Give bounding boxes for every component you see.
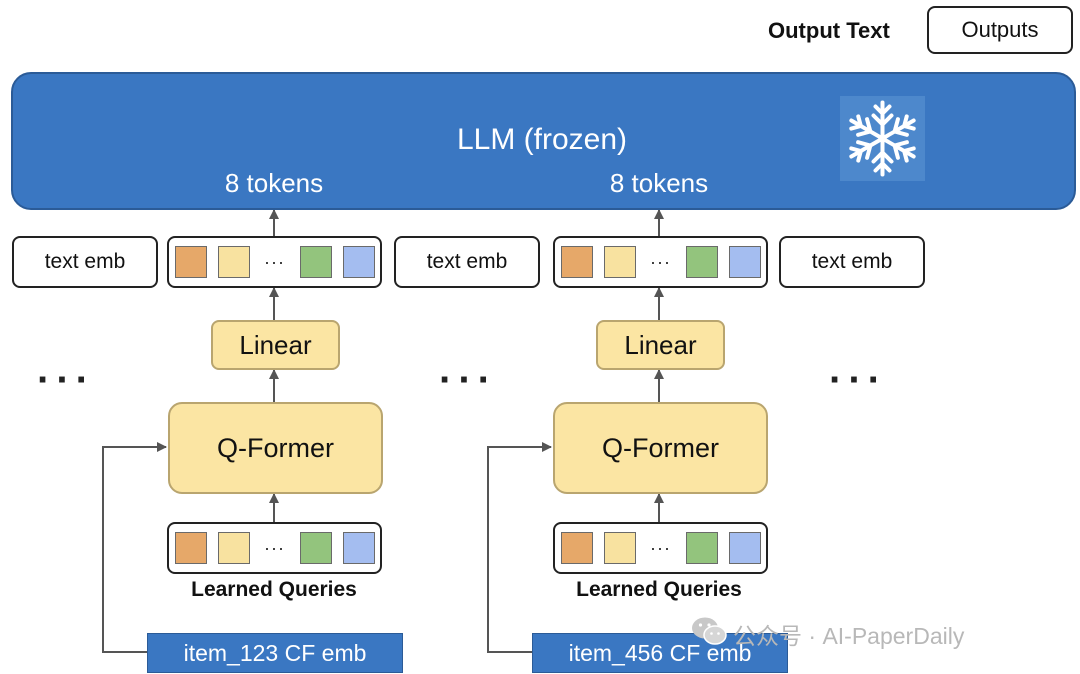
query-green [299,532,332,564]
tokens-label-right: 8 tokens [609,167,709,198]
token-orange [174,246,207,278]
token-ellipsis: ··· [264,251,285,272]
arrow-item-to-qformer-right [487,442,552,653]
token-yellow [603,246,636,278]
query-orange [174,532,207,564]
snowflake-icon [840,96,925,181]
ellipsis-middle: ··· [439,358,497,402]
token-yellow [217,246,250,278]
qformer-left: Q-Former [168,402,383,494]
query-orange [560,532,593,564]
watermark-text: 公众号 · AI-PaperDaily [733,623,965,649]
outputs-box: Outputs [927,6,1073,54]
token-orange [560,246,593,278]
text-emb-2: text emb [394,236,540,288]
soft-token-row-left: ··· [167,236,382,288]
learned-queries-label-right: Learned Queries [576,578,742,601]
query-yellow [217,532,250,564]
query-blue [342,532,375,564]
output-text-label: Output Text [768,18,890,43]
qformer-right: Q-Former [553,402,768,494]
query-ellipsis: ··· [264,537,285,558]
llm-title: LLM (frozen) [456,123,628,156]
query-ellipsis: ··· [650,537,671,558]
tokens-label-left: 8 tokens [224,167,324,198]
query-yellow [603,532,636,564]
learned-queries-left: ··· [167,522,382,574]
wechat-icon [690,615,728,647]
ellipsis-right: ··· [829,358,887,402]
text-emb-1: text emb [12,236,158,288]
soft-token-row-right: ··· [553,236,768,288]
token-green [685,246,718,278]
item-cf-emb-left: item_123 CF emb [147,633,403,673]
query-green [685,532,718,564]
token-ellipsis: ··· [650,251,671,272]
text-emb-3: text emb [779,236,925,288]
linear-right: Linear [596,320,725,370]
query-blue [728,532,761,564]
token-green [299,246,332,278]
linear-left: Linear [211,320,340,370]
learned-queries-label-left: Learned Queries [191,578,357,601]
learned-queries-right: ··· [553,522,768,574]
item-cf-emb-right: item_456 CF emb [532,633,788,673]
arrow-item-to-qformer-left [102,442,167,653]
ellipsis-left: ··· [37,358,95,402]
token-blue [342,246,375,278]
token-blue [728,246,761,278]
